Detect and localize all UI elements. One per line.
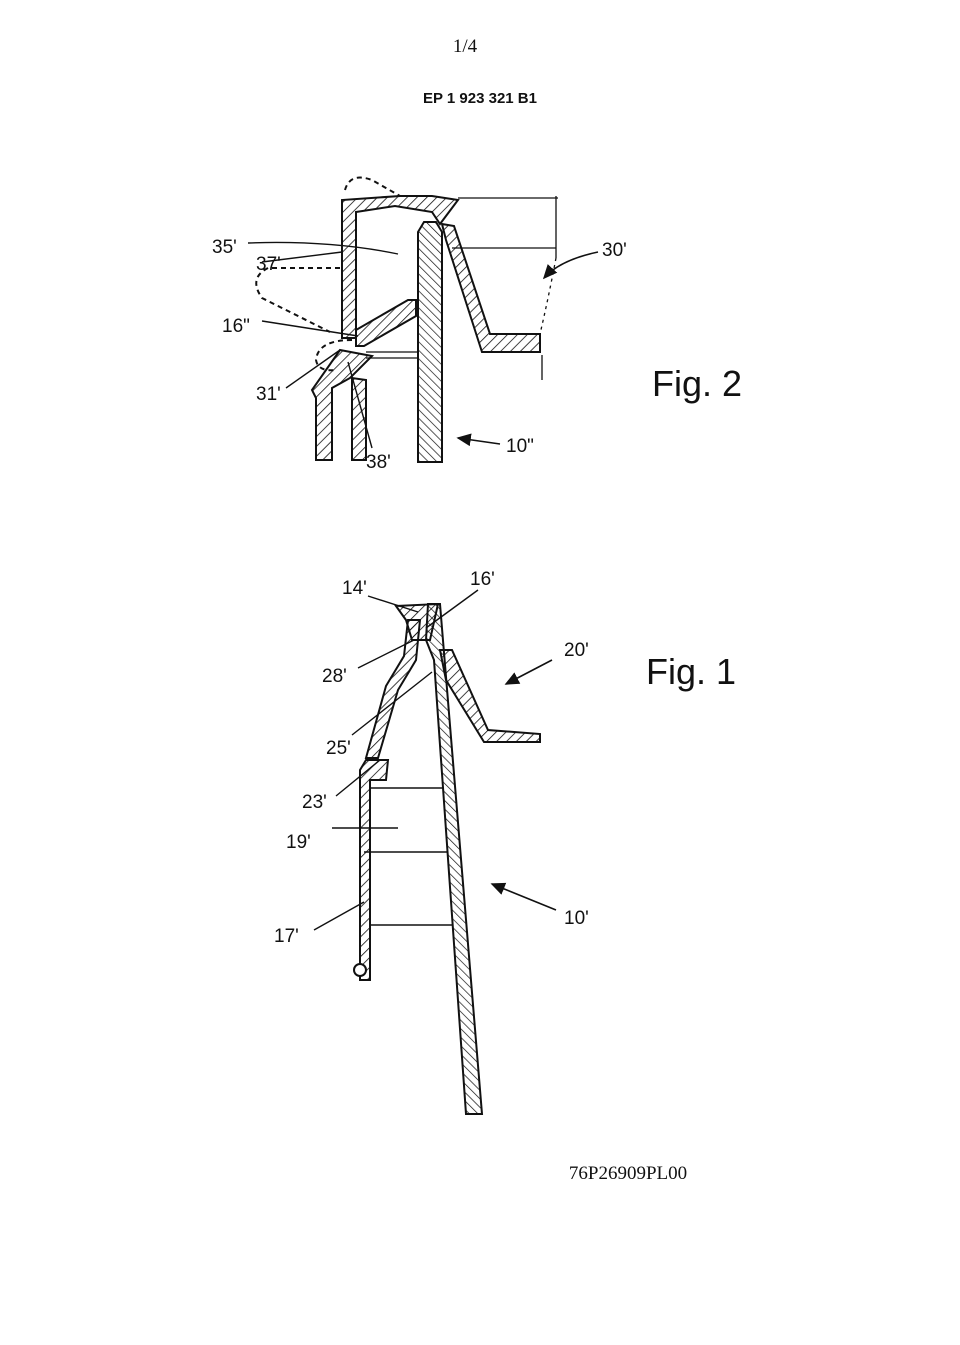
cap-inner-fig1 [364, 619, 422, 759]
fig1-label-17: 17' [274, 926, 299, 947]
fig2-title: Fig. 2 [652, 363, 742, 404]
figure-2-drawing [247, 176, 599, 463]
container-neck [417, 221, 443, 463]
fig2-label-10: 10" [506, 436, 534, 457]
cap-lower-skirt [310, 348, 375, 461]
leader-37 [261, 251, 343, 263]
leader-30 [542, 251, 599, 280]
cap-inner-rib [355, 299, 417, 347]
leader-28 [357, 639, 415, 669]
document-code: 76P26909PL00 [568, 1163, 688, 1184]
dashed-outline-left [255, 267, 340, 333]
figure-1-drawing [313, 589, 557, 1115]
fig2-label-37: 37' [256, 254, 281, 275]
leader-35 [247, 241, 399, 255]
fig2-label-16: 16" [222, 316, 250, 337]
fig1-label-23: 23' [302, 792, 327, 813]
fig1-label-10: 10' [564, 908, 589, 929]
cap-step-fig1 [359, 759, 390, 981]
leader-20 [504, 659, 553, 685]
fig2-label-31: 31' [256, 384, 281, 405]
insert-wall [440, 222, 541, 353]
dashed-outline-bottom [314, 339, 353, 372]
fig1-title: Fig. 1 [646, 651, 736, 692]
fig1-label-28: 28' [322, 666, 347, 687]
leader-38 [347, 361, 373, 449]
leader-31 [285, 349, 341, 389]
fig1-label-25: 25' [326, 738, 351, 759]
leader-17 [313, 901, 365, 931]
cap-flange-fig1 [438, 649, 541, 743]
cap-skirt-inner [351, 376, 367, 461]
cap-bead-fig1 [353, 963, 367, 977]
publication-number: EP 1 923 321 B1 [423, 90, 537, 107]
leader-16 [261, 320, 359, 337]
leader-25 [351, 671, 433, 736]
leader-16-fig1 [425, 589, 479, 629]
leader-23 [335, 759, 381, 797]
cap-outer-wall [341, 195, 460, 339]
fig1-label-20: 20' [564, 640, 589, 661]
fig2-label-35: 35' [212, 237, 237, 258]
leader-10-fig2 [456, 433, 501, 447]
fig2-label-38: 38' [366, 452, 391, 473]
fig1-label-19: 19' [286, 832, 311, 853]
fig1-label-14: 14' [342, 578, 367, 599]
dashed-outline-top [344, 176, 401, 197]
fig1-label-16: 16' [470, 569, 495, 590]
page-number: 1/4 [452, 36, 478, 57]
fig2-label-30: 30' [602, 240, 627, 261]
leader-10-fig1 [490, 882, 557, 911]
leader-14 [367, 595, 419, 613]
